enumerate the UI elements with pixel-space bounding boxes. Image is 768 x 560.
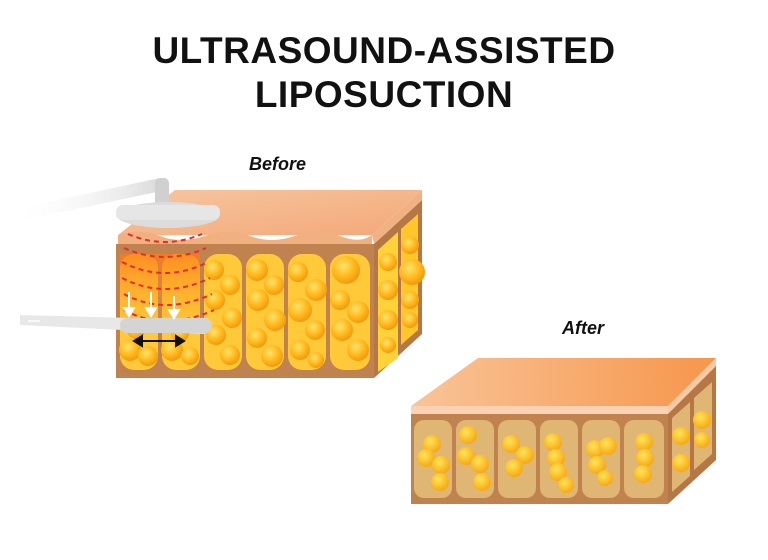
cannula-icon	[20, 315, 212, 334]
ultrasound-probe-icon	[10, 178, 220, 228]
ultrasound-wave-icon	[121, 233, 215, 322]
diagram-title-line2: LIPOSUCTION	[254, 74, 514, 115]
after-skin-block	[411, 358, 716, 504]
bidirectional-arrow-icon	[132, 334, 186, 348]
suction-arrow-icon	[122, 292, 181, 320]
after-label: After	[562, 318, 605, 338]
before-label: Before	[249, 154, 307, 174]
diagram-title-line1: ULTRASOUND-ASSISTED	[152, 30, 616, 71]
